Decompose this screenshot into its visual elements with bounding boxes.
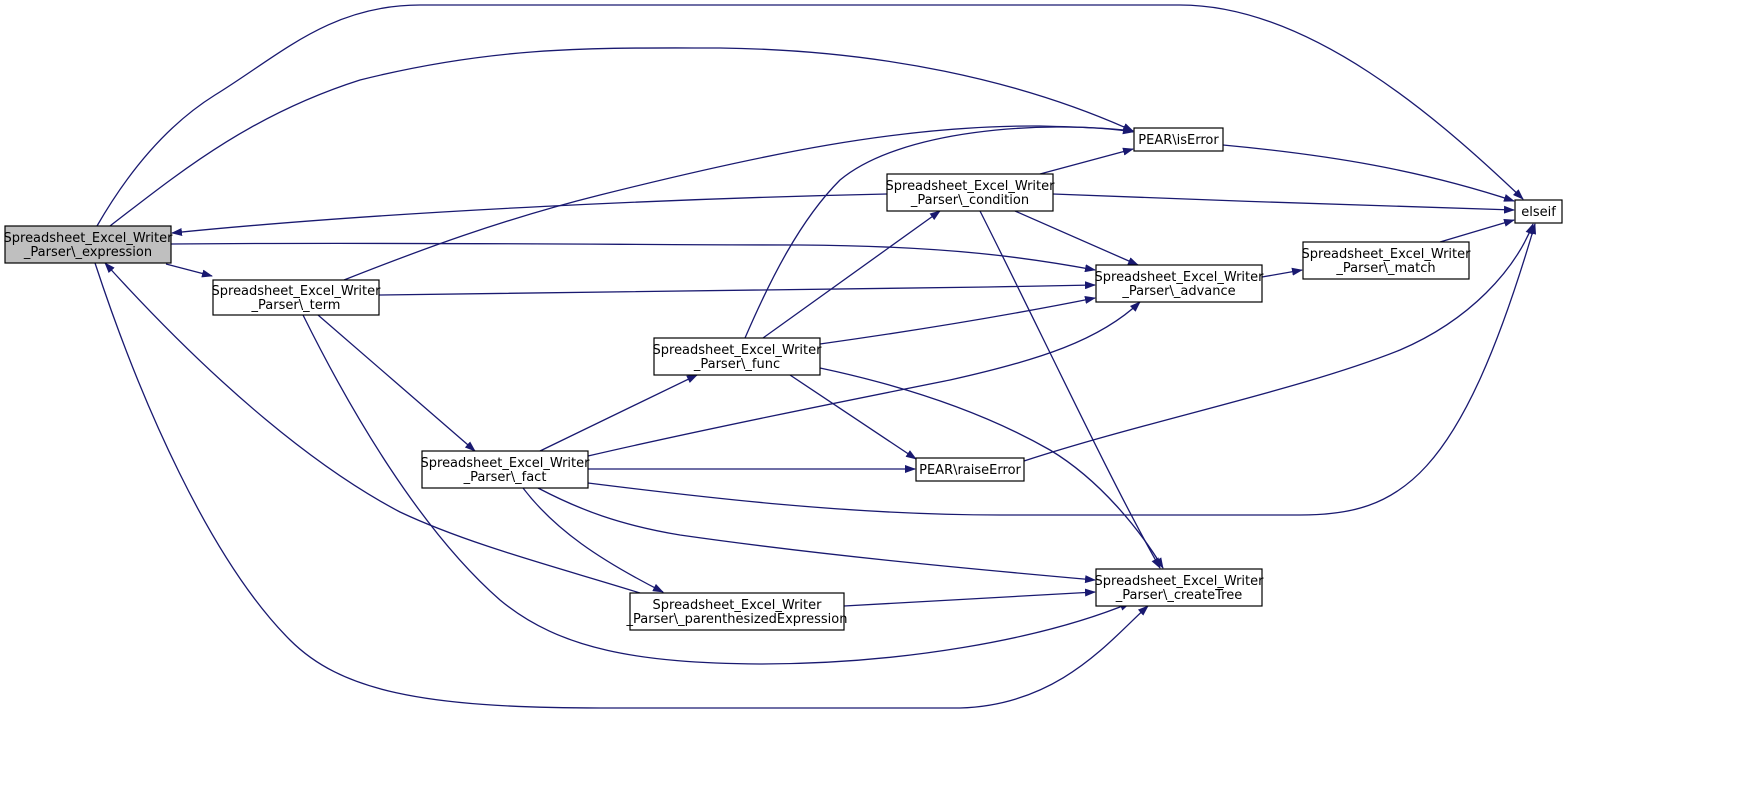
edge-expression-to-isError (109, 47, 1134, 227)
node-box (1514, 199, 1563, 224)
edge-expression-to-elseif (96, 4, 1524, 227)
node-label-line: _Parser\_advance (1121, 284, 1235, 299)
node-box (1095, 264, 1263, 303)
node-box (421, 450, 589, 489)
node-label-line: _Parser\_createTree (1115, 588, 1242, 603)
node-label-line: Spreadsheet_Excel_Writer (1095, 270, 1265, 285)
node-label-line: elseif (1521, 205, 1556, 220)
node-box (653, 337, 821, 376)
node-label-line: _Parser\_match (1335, 261, 1435, 276)
node-box (212, 279, 380, 316)
node-label-line: Spreadsheet_Excel_Writer (653, 598, 823, 613)
edge-condition-to-advance (1014, 210, 1139, 266)
edge-fact-to-paren (522, 487, 664, 593)
node-label-line: _Parser\_fact (463, 470, 547, 485)
edge-match-to-elseif (1439, 219, 1515, 243)
edge-advance-to-match (1261, 267, 1303, 278)
node-label-line: Spreadsheet_Excel_Writer (653, 343, 823, 358)
edge-paren-to-createTree (843, 588, 1096, 607)
edge-term-to-fact (317, 314, 476, 452)
node-box (4, 225, 172, 264)
edges-layer (94, 4, 1537, 709)
edge-func-to-advance (819, 296, 1096, 345)
edge-condition-to-isError (1039, 147, 1134, 175)
node-func[interactable]: Spreadsheet_Excel_Writer_Parser\_func (653, 337, 823, 376)
node-term[interactable]: Spreadsheet_Excel_Writer_Parser\_term (212, 279, 382, 316)
edge-condition-to-expression (171, 193, 888, 236)
edge-func-to-isError (744, 125, 1134, 339)
node-label-line: PEAR\isError (1138, 133, 1219, 148)
node-label-line: PEAR\raiseError (919, 463, 1021, 478)
node-label-line: Spreadsheet_Excel_Writer (1302, 247, 1472, 262)
node-label-line: _Parser\_condition (910, 193, 1029, 208)
node-fact[interactable]: Spreadsheet_Excel_Writer_Parser\_fact (421, 450, 591, 489)
edge-func-to-createTree (819, 367, 1164, 569)
node-isError[interactable]: PEAR\isError (1133, 127, 1224, 152)
node-condition[interactable]: Spreadsheet_Excel_Writer_Parser\_conditi… (886, 173, 1056, 212)
node-label-line: _Parser\_func (693, 357, 780, 372)
node-createTree[interactable]: Spreadsheet_Excel_Writer_Parser\_createT… (1095, 568, 1265, 607)
node-label-line: _Parser\_expression (23, 245, 152, 260)
node-box (1133, 127, 1224, 152)
edge-condition-to-elseif (1052, 193, 1515, 214)
edge-fact-to-func (539, 374, 698, 452)
edge-isError-to-elseif (1222, 144, 1515, 202)
node-label-line: _Parser\_term (251, 298, 341, 313)
node-box (1302, 241, 1470, 280)
node-box (629, 592, 845, 631)
node-match[interactable]: Spreadsheet_Excel_Writer_Parser\_match (1302, 241, 1472, 280)
nodes-layer: Spreadsheet_Excel_Writer_Parser\_express… (4, 127, 1563, 631)
edge-condition-to-createTree (979, 210, 1161, 569)
edge-fact-to-advance (587, 301, 1141, 457)
edge-expression-to-advance (170, 242, 1096, 273)
node-box (1095, 568, 1263, 607)
edge-term-to-advance (378, 281, 1096, 296)
edge-func-to-raiseError (789, 374, 917, 460)
node-label-line: Spreadsheet_Excel_Writer (886, 179, 1056, 194)
node-label-line: Spreadsheet_Excel_Writer (421, 456, 591, 471)
edge-raiseError-to-elseif (1023, 223, 1534, 462)
node-elseif[interactable]: elseif (1514, 199, 1563, 224)
node-paren[interactable]: Spreadsheet_Excel_Writer_Parser\_parenth… (626, 592, 848, 631)
node-advance[interactable]: Spreadsheet_Excel_Writer_Parser\_advance (1095, 264, 1265, 303)
node-label-line: Spreadsheet_Excel_Writer (212, 284, 382, 299)
edge-expression-to-term (165, 263, 213, 278)
edge-paren-to-expression (104, 262, 641, 594)
edge-fact-to-elseif (587, 223, 1537, 516)
edge-func-to-condition (762, 210, 941, 339)
node-label-line: Spreadsheet_Excel_Writer (4, 231, 174, 246)
edge-fact-to-createTree (537, 487, 1096, 584)
node-box (915, 457, 1025, 482)
node-expression[interactable]: Spreadsheet_Excel_Writer_Parser\_express… (4, 225, 174, 264)
node-label-line: Spreadsheet_Excel_Writer (1095, 574, 1265, 589)
edge-term-to-createTree (302, 314, 1131, 665)
node-label-line: _Parser\_parenthesizedExpression (626, 612, 848, 627)
edge-expression-to-createTree (94, 262, 1149, 709)
node-raiseError[interactable]: PEAR\raiseError (915, 457, 1025, 482)
node-box (886, 173, 1054, 212)
